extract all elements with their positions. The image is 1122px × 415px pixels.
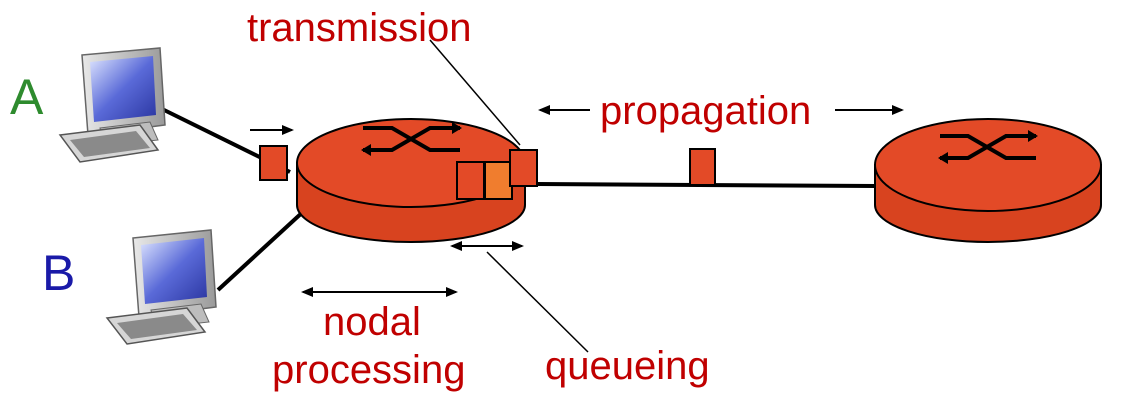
queued-packet-icon: [484, 161, 513, 200]
link-host-b-router: [216, 208, 307, 292]
nodal-label: nodal: [323, 300, 421, 344]
transmission-label: transmission: [247, 6, 472, 50]
host-a-label: A: [10, 69, 44, 125]
host-b-label: B: [42, 245, 76, 301]
transmission-callout-line: [429, 39, 521, 146]
packet-icon: [689, 148, 716, 186]
router-icon: [874, 118, 1102, 243]
packet-icon: [509, 149, 538, 187]
packet-icon: [259, 145, 288, 181]
desktop-computer-icon: [58, 47, 166, 163]
queueing-callout-line: [486, 251, 589, 353]
queueing-label: queueing: [545, 344, 710, 388]
packet-icon: [456, 161, 485, 200]
processing-label: processing: [272, 348, 466, 392]
propagation-label: propagation: [600, 89, 812, 133]
desktop-computer-icon: [105, 229, 217, 345]
